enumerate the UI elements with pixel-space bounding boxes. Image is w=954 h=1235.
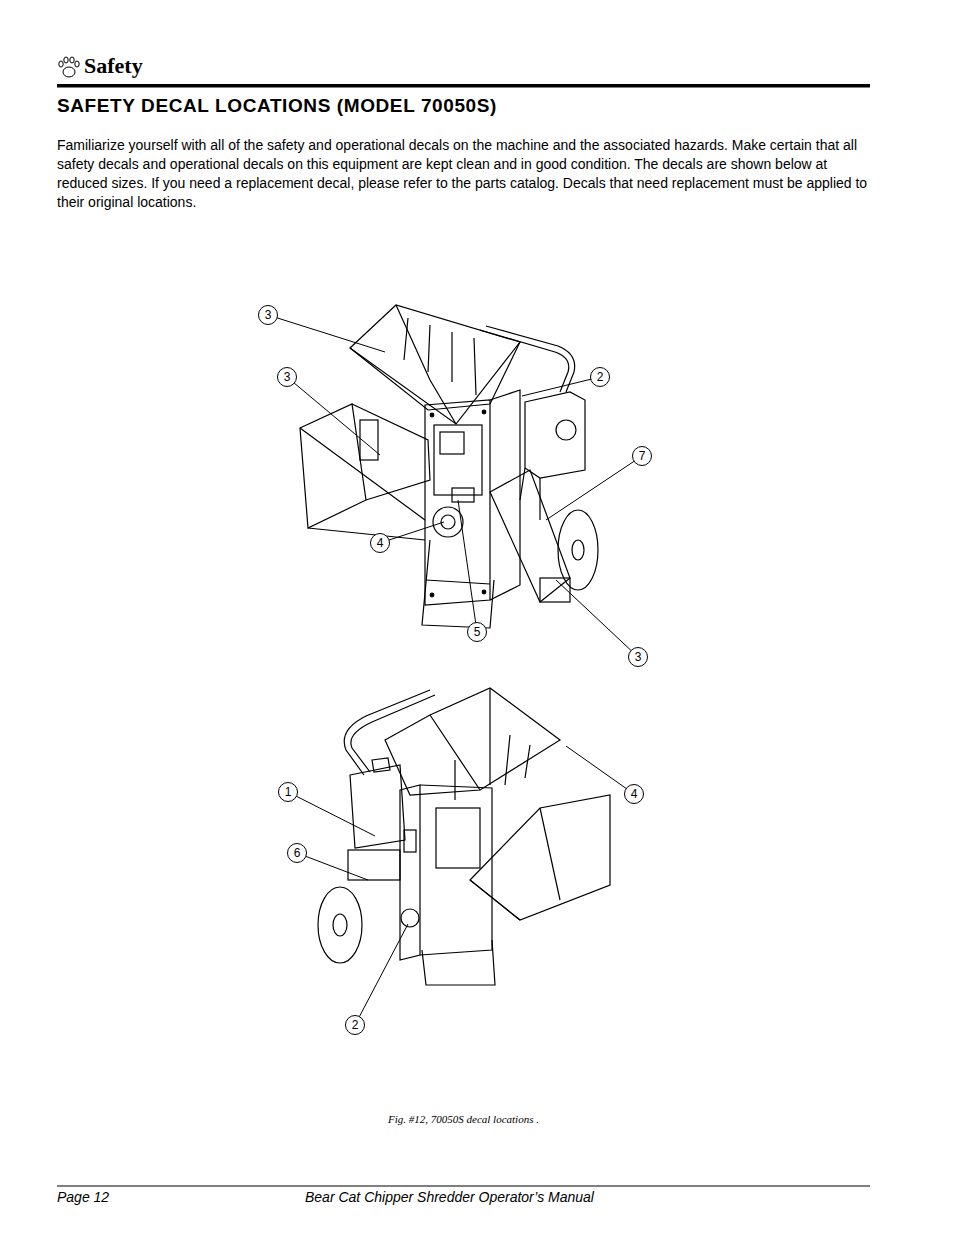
- callout-circle: 6: [287, 843, 307, 863]
- figure-caption: Fig. #12, 70050S decal locations .: [388, 1113, 539, 1125]
- callout-number: 4: [631, 788, 638, 800]
- paw-icon: [59, 57, 79, 77]
- callout-circle: 1: [278, 782, 298, 802]
- callout-circle: 3: [628, 647, 648, 667]
- chipper-bottom-view: [288, 688, 634, 1025]
- callout-circle: 2: [345, 1015, 365, 1035]
- callout-number: 1: [285, 786, 292, 798]
- header-rule: [57, 84, 870, 88]
- footer-rule: [57, 1186, 870, 1187]
- callout-circle: 4: [370, 533, 390, 553]
- callout-circle: 2: [590, 367, 610, 387]
- callout-number: 4: [377, 537, 384, 549]
- chipper-top-view: [268, 305, 642, 657]
- callout-number: 2: [597, 371, 604, 383]
- callout-circle: 3: [277, 367, 297, 387]
- callout-number: 5: [474, 626, 481, 638]
- callout-circle: 4: [624, 784, 644, 804]
- callout-circle: 5: [467, 622, 487, 642]
- callout-circle: 3: [258, 305, 278, 325]
- page-title: SAFETY DECAL LOCATIONS (MODEL 70050S): [57, 95, 497, 117]
- callout-number: 3: [284, 371, 291, 383]
- section-heading: Safety: [84, 53, 143, 79]
- page-number: Page 12: [57, 1189, 109, 1205]
- manual-title: Bear Cat Chipper Shredder Operator’s Man…: [305, 1189, 594, 1205]
- intro-paragraph: Familiarize yourself with all of the saf…: [57, 136, 872, 212]
- callout-number: 3: [635, 651, 642, 663]
- callout-number: 2: [352, 1019, 359, 1031]
- callout-number: 3: [265, 309, 272, 321]
- callout-circle: 7: [632, 446, 652, 466]
- callout-number: 6: [294, 847, 301, 859]
- callout-number: 7: [639, 450, 646, 462]
